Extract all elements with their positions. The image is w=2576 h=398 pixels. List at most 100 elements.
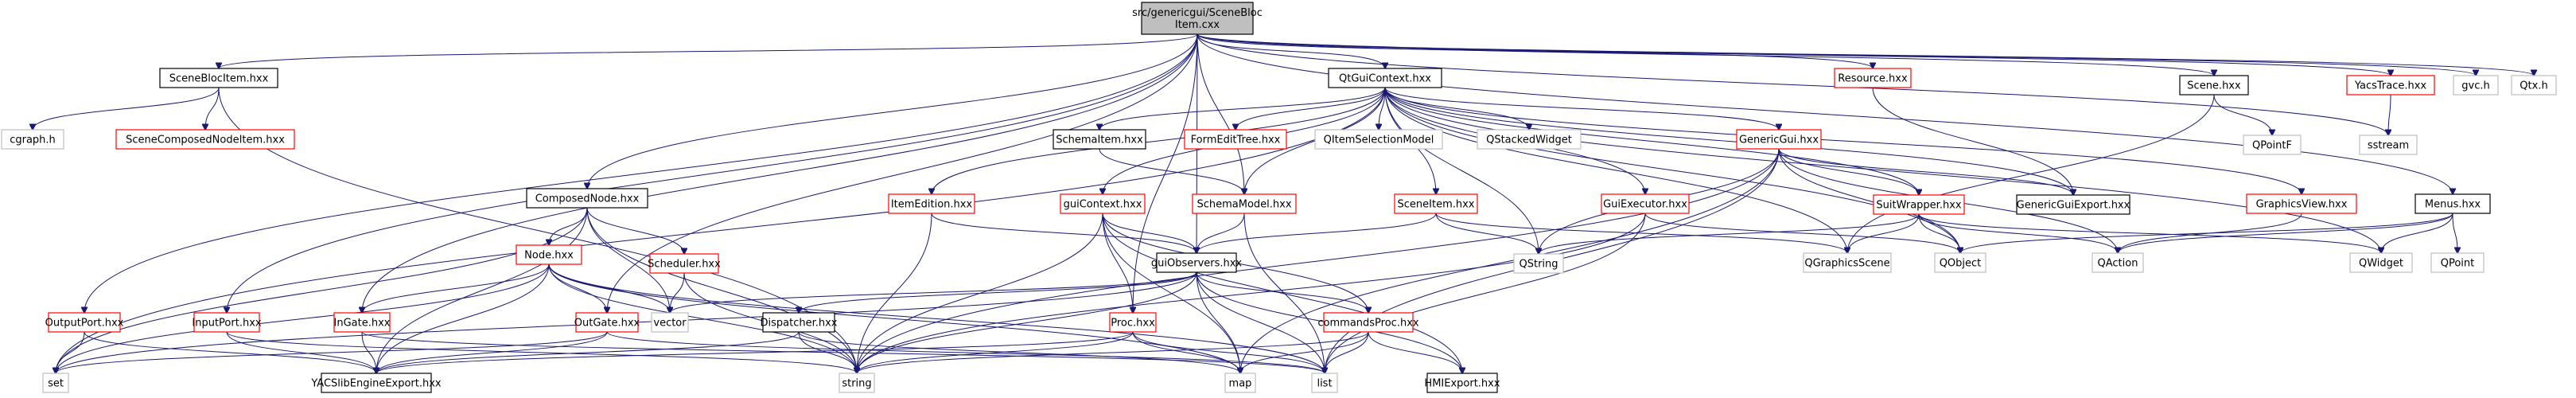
- edge-gui-observers-to-vector: [670, 271, 1197, 313]
- node-box: [1060, 193, 1146, 214]
- node-label: Scheduler.hxx: [648, 259, 721, 271]
- node-node[interactable]: Node.hxx: [516, 244, 582, 265]
- node-generic-gui-export[interactable]: GenericGuiExport.hxx: [2016, 194, 2130, 215]
- node-label: GenericGuiExport.hxx: [2017, 200, 2130, 212]
- node-composed-node[interactable]: ComposedNode.hxx: [526, 188, 648, 209]
- edge-suit-wrapper-to-qgraphics-scene: [1847, 213, 1920, 253]
- node-label: QItemSelectionModel: [1324, 135, 1434, 146]
- edge-dispatcher-to-map: [798, 331, 1240, 373]
- node-scene-composed-node-item[interactable]: SceneComposedNodeItem.hxx: [115, 129, 295, 150]
- edge-suit-wrapper-to-qwidget: [1918, 213, 2381, 253]
- node-suit-wrapper[interactable]: SuitWrapper.hxx: [1873, 194, 1965, 215]
- node-box: [1, 129, 64, 150]
- node-hmiexport[interactable]: HMIExport.hxx: [1424, 373, 1500, 393]
- node-label: QWidget: [2359, 258, 2403, 270]
- node-yacs-trace[interactable]: YacsTrace.hxx: [2346, 75, 2435, 96]
- node-label: HMIExport.hxx: [1424, 378, 1500, 390]
- node-label: Menus.hxx: [2425, 199, 2481, 211]
- edge-proc-to-map: [1132, 331, 1240, 373]
- edge-menus-to-qaction: [2118, 213, 2453, 253]
- node-qpoint-f: QPointF: [2243, 135, 2302, 155]
- node-box: [2016, 194, 2130, 215]
- node-label: vector: [653, 318, 687, 330]
- node-box: [1053, 129, 1146, 150]
- node-scene-bloc-item[interactable]: SceneBlocItem.hxx: [159, 68, 278, 88]
- node-box: [2430, 252, 2485, 273]
- node-box: [2346, 75, 2435, 96]
- edge-item-edition-to-gui-observers: [931, 213, 1197, 253]
- node-gui-observers[interactable]: guiObservers.hxx: [1151, 252, 1243, 273]
- node-yacslib-engine-export[interactable]: YACSlibEngineExport.hxx: [310, 373, 442, 393]
- node-box: [1192, 193, 1297, 214]
- edge-gui-observers-to-commands-proc: [1196, 271, 1368, 313]
- node-scene-item[interactable]: SceneItem.hxx: [1394, 193, 1478, 214]
- edge-root-to-output-port: [84, 33, 1198, 313]
- node-out-gate[interactable]: OutGate.hxx: [574, 312, 640, 333]
- node-input-port[interactable]: InputPort.hxx: [192, 312, 262, 333]
- node-label: SceneBlocItem.hxx: [169, 73, 269, 85]
- edge-qt-gui-context-to-qwidget: [1384, 87, 2381, 253]
- node-label: GenericGui.hxx: [1739, 135, 1819, 146]
- node-list: list: [1311, 373, 1338, 393]
- node-qt-gui-context[interactable]: QtGuiContext.hxx: [1328, 68, 1442, 88]
- edge-gui-executor-to-string: [857, 213, 1646, 373]
- edge-root-to-schema-model: [1197, 33, 1244, 194]
- node-graphics-view[interactable]: GraphicsView.hxx: [2246, 193, 2357, 214]
- node-box: [193, 312, 260, 333]
- edge-scene-to-qpoint-f: [2213, 94, 2272, 135]
- node-menus[interactable]: Menus.hxx: [2415, 193, 2491, 214]
- node-schema-item[interactable]: SchemaItem.hxx: [1053, 129, 1146, 150]
- node-scheduler[interactable]: Scheduler.hxx: [648, 253, 721, 274]
- node-label: FormEditTree.hxx: [1191, 135, 1281, 146]
- node-box: [2179, 75, 2249, 96]
- edge-output-port-to-yacslib-engine-export: [84, 331, 376, 373]
- node-label: Item.cxx: [1175, 19, 1220, 31]
- node-proc[interactable]: Proc.hxx: [1109, 312, 1157, 333]
- node-in-gate[interactable]: InGate.hxx: [333, 312, 391, 333]
- edge-root-to-out-gate: [607, 33, 1198, 313]
- edge-suit-wrapper-to-qaction: [1918, 213, 2118, 253]
- edge-menus-to-qpoint: [2452, 213, 2457, 253]
- edge-qt-gui-context-to-graphics-view: [1384, 87, 2302, 194]
- node-sstream: sstream: [2359, 135, 2418, 155]
- node-qitem-selection-model: QItemSelectionModel: [1314, 129, 1443, 150]
- node-box: [1184, 129, 1287, 150]
- node-generic-gui[interactable]: GenericGui.hxx: [1736, 129, 1822, 150]
- edge-output-port-to-set: [56, 331, 85, 373]
- edge-generic-gui-to-qobject: [1778, 148, 1960, 253]
- edge-root-to-scene-bloc-item: [219, 33, 1198, 68]
- edge-qt-gui-context-to-form-edit-tree: [1235, 87, 1386, 130]
- node-scene[interactable]: Scene.hxx: [2179, 75, 2249, 96]
- node-item-edition[interactable]: ItemEdition.hxx: [888, 193, 975, 214]
- edge-root-to-composed-node: [587, 33, 1198, 189]
- node-label: commandsProc.hxx: [1317, 318, 1418, 330]
- node-gui-executor[interactable]: GuiExecutor.hxx: [1601, 193, 1690, 214]
- node-root[interactable]: src/genericgui/SceneBlocItem.cxx: [1132, 2, 1263, 35]
- node-dispatcher[interactable]: Dispatcher.hxx: [760, 312, 838, 333]
- node-form-edit-tree[interactable]: FormEditTree.hxx: [1184, 129, 1287, 150]
- node-qobject: QObject: [1934, 252, 1986, 273]
- edge-scheduler-to-vector: [670, 272, 685, 313]
- node-commands-proc[interactable]: commandsProc.hxx: [1317, 312, 1419, 333]
- node-label: SuitWrapper.hxx: [1876, 200, 1961, 212]
- node-resource[interactable]: Resource.hxx: [1834, 68, 1912, 88]
- node-schema-model[interactable]: SchemaModel.hxx: [1192, 193, 1297, 214]
- edge-generic-gui-to-suit-wrapper: [1778, 148, 1919, 195]
- edge-proc-to-yacslib-engine-export: [376, 331, 1134, 373]
- edge-out-gate-to-set: [56, 331, 608, 373]
- node-box: [1477, 129, 1582, 150]
- node-label: ComposedNode.hxx: [535, 193, 640, 205]
- edge-node-to-in-gate: [362, 263, 550, 313]
- node-label: Scene.hxx: [2187, 80, 2241, 92]
- node-output-port[interactable]: OutputPort.hxx: [45, 312, 124, 333]
- edge-yacs-trace-to-sstream: [2388, 94, 2391, 135]
- node-box: [1426, 373, 1498, 393]
- node-gui-context[interactable]: guiContext.hxx: [1060, 193, 1146, 214]
- node-box: [1314, 129, 1443, 150]
- edge-graphics-view-to-qaction: [2118, 213, 2302, 253]
- edge-gui-context-to-gui-observers: [1102, 213, 1197, 253]
- node-label: QObject: [1940, 258, 1982, 270]
- edge-out-gate-to-list: [606, 331, 1325, 373]
- edge-root-to-in-gate: [362, 33, 1198, 313]
- edge-qt-gui-context-to-generic-gui: [1384, 87, 1779, 130]
